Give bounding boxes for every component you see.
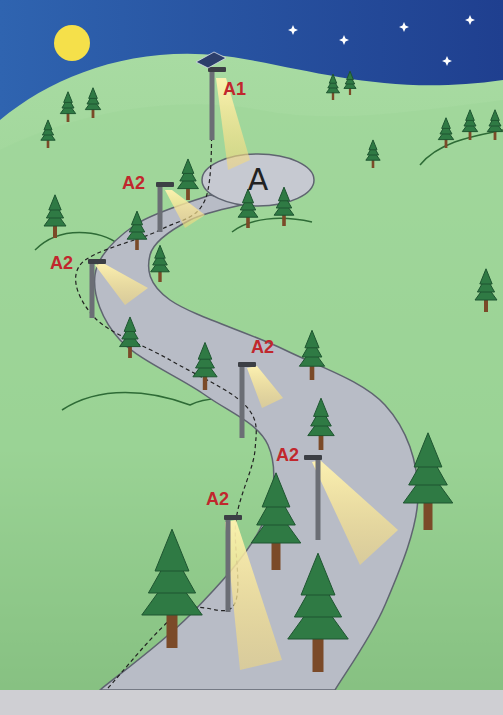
pine-tree — [442, 118, 451, 129]
lamp-pole — [90, 262, 95, 318]
solar-panel — [196, 52, 226, 68]
pine-tree — [466, 110, 475, 121]
pine-tree — [124, 317, 136, 331]
cable-line — [76, 110, 257, 688]
lamp-label: A2 — [251, 338, 274, 356]
winding-road — [95, 195, 418, 690]
pine-tree — [64, 92, 73, 103]
lamp-label: A1 — [223, 80, 246, 98]
lamp-head — [224, 515, 242, 520]
pine-tree — [369, 140, 377, 150]
pine-tree — [49, 195, 61, 210]
pine-tree — [305, 330, 319, 347]
pine-tree — [89, 88, 98, 99]
pine-tree — [182, 159, 194, 173]
pine-tree — [414, 433, 442, 467]
pine-tree — [44, 120, 52, 130]
lamp-pole — [158, 185, 163, 232]
pine-tree — [480, 269, 492, 284]
pine-tree — [155, 529, 189, 571]
lamp-head — [238, 362, 256, 367]
star — [442, 56, 452, 66]
pine-tree — [262, 473, 290, 507]
pine-tree — [301, 553, 335, 595]
lamp-pole — [240, 365, 245, 438]
star — [339, 35, 349, 45]
star — [465, 15, 475, 25]
light-cone — [95, 263, 148, 305]
lamp-head — [88, 259, 106, 264]
pine-tree — [314, 398, 329, 416]
pine-tree — [278, 187, 289, 201]
lamp-pole — [226, 518, 231, 612]
light-cone — [247, 366, 283, 408]
star — [288, 25, 298, 35]
light-cone — [312, 460, 398, 565]
lamp-pole — [210, 70, 215, 140]
lamp-head — [304, 455, 322, 460]
lamp-label: A2 — [122, 174, 145, 192]
turnaround-circle: A — [202, 154, 314, 206]
light-cone — [165, 190, 205, 228]
lamp-pole — [316, 458, 321, 540]
pine-tree — [198, 342, 212, 359]
node-shape — [203, 155, 313, 205]
lamp-label: A2 — [276, 446, 299, 464]
lamp-head — [208, 67, 226, 72]
lamp-label: A2 — [50, 254, 73, 272]
lamp-label: A2 — [206, 490, 229, 508]
pine-tree — [329, 74, 336, 83]
light-cone — [216, 78, 250, 170]
pine-tree — [347, 71, 354, 79]
star — [399, 22, 409, 32]
area-letter: A — [248, 165, 269, 195]
lamp-head — [156, 182, 174, 187]
pine-tree — [491, 110, 500, 121]
pine-tree — [131, 211, 142, 225]
pine-tree — [155, 245, 165, 258]
